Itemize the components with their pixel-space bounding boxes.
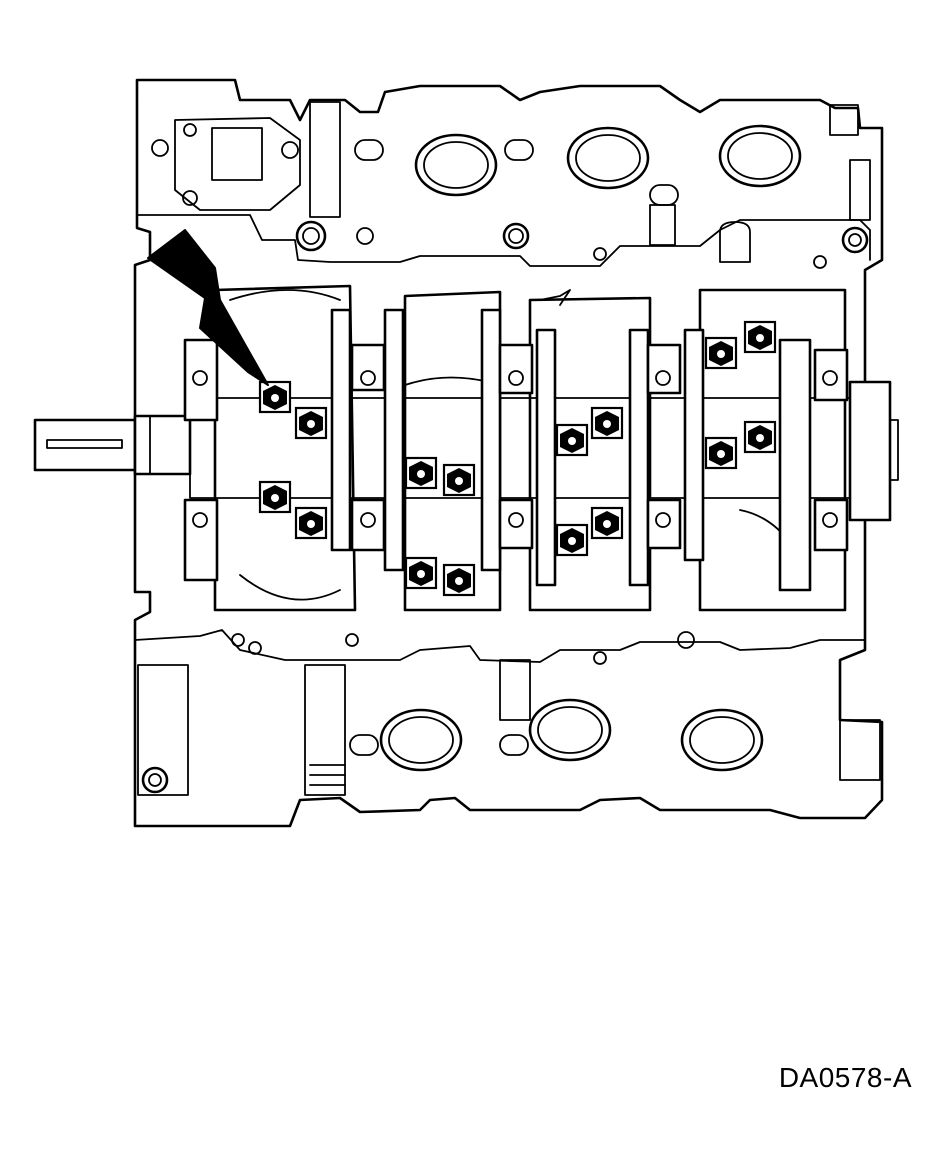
bolt-3d <box>590 506 624 540</box>
bolt-3b <box>590 406 624 440</box>
bolt-2a <box>404 456 438 490</box>
bolt-2c <box>404 556 438 590</box>
bolt-4a <box>704 336 738 370</box>
bolt-1c <box>258 480 292 514</box>
upper-block-features <box>151 101 871 269</box>
figure-reference-code: DA0578-A <box>778 1062 912 1093</box>
bolt-2d <box>442 563 476 597</box>
bolt-4b <box>743 320 777 354</box>
rod-cap-bolts <box>258 320 777 597</box>
bolt-4d <box>743 420 777 454</box>
bolt-1a <box>258 380 292 414</box>
bolt-4c <box>704 436 738 470</box>
crankshaft <box>189 284 851 612</box>
main-bearing-caps <box>183 338 849 582</box>
crankshaft-rear-flange <box>848 380 899 522</box>
bolt-3c <box>555 523 589 557</box>
lower-block-features <box>137 631 881 796</box>
bolt-3a <box>555 423 589 457</box>
bolt-2b <box>442 463 476 497</box>
bolt-1b <box>294 406 328 440</box>
bolt-1d <box>294 506 328 540</box>
crankshaft-nose <box>33 414 192 476</box>
callout-arrow-icon <box>147 229 269 386</box>
